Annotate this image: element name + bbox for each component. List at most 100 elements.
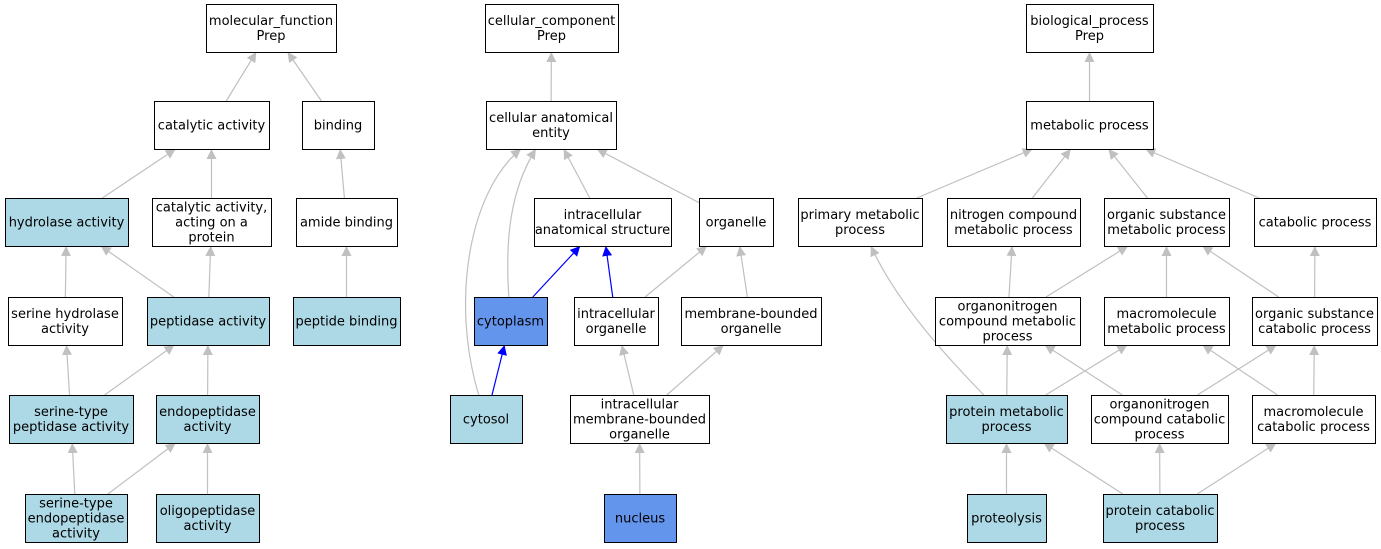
node-pep[interactable]: peptidase activity <box>147 297 270 346</box>
node-box <box>5 198 129 247</box>
edge-serendo-to-endo <box>107 442 176 495</box>
node-label-line: cellular anatomical <box>489 111 613 126</box>
node-catab[interactable]: catabolic process <box>1254 198 1377 247</box>
node-box <box>152 198 272 247</box>
node-label-line: macromolecule <box>1263 405 1363 420</box>
node-label-line: organelle <box>609 428 670 443</box>
node-label-line: catalytic activity <box>158 119 266 134</box>
node-metab[interactable]: metabolic process <box>1026 101 1154 150</box>
edge-intorg-to-ias <box>602 245 614 298</box>
node-box <box>1254 198 1377 247</box>
node-nucleus[interactable]: nucleus <box>604 494 677 543</box>
node-box <box>946 395 1068 444</box>
edge-mcp-to-oscp <box>1309 344 1320 396</box>
node-amide[interactable]: amide binding <box>296 198 398 247</box>
node-box <box>9 395 134 444</box>
node-label-line: intracellular <box>601 398 679 413</box>
node-box <box>486 101 617 150</box>
node-cat[interactable]: catalytic activity <box>154 101 270 150</box>
edge-onccp-to-oncmp <box>1044 344 1123 396</box>
node-box <box>798 198 923 247</box>
node-label-line: activity <box>52 527 100 542</box>
node-cytoplasm[interactable]: cytoplasm <box>474 297 548 346</box>
edge-protcat-to-protmet <box>1043 442 1124 495</box>
edge-cytoplasm-to-ias <box>532 245 581 298</box>
edge-imbo-to-mbo <box>666 344 725 396</box>
edge-serhyd-to-hyd <box>60 245 71 298</box>
node-label-line: cytoplasm <box>477 315 544 330</box>
node-label-line: process <box>983 330 1033 345</box>
node-box <box>8 297 123 346</box>
edges-layer <box>60 51 1320 495</box>
edge-organelle-to-cae <box>596 148 700 204</box>
node-pepbind[interactable]: peptide binding <box>293 297 401 346</box>
node-box <box>1026 101 1154 150</box>
node-cytosol[interactable]: cytosol <box>450 395 523 444</box>
node-label-line: catalytic activity, <box>156 201 268 216</box>
node-label-line: serine-type <box>34 405 108 420</box>
node-box <box>574 297 659 346</box>
edge-cytosol-to-cae <box>464 148 522 396</box>
node-bind[interactable]: binding <box>302 101 375 150</box>
edge-mbo-to-organelle <box>736 245 748 298</box>
node-label-line: metabolic process <box>954 223 1073 238</box>
node-label-line: membrane-bounded <box>573 413 706 428</box>
node-box <box>604 494 677 543</box>
node-box <box>699 198 774 247</box>
edge-oncmp-to-osmp <box>1045 245 1129 298</box>
node-label-line: organonitrogen <box>1110 398 1210 413</box>
edge-bind-to-mf <box>287 51 322 102</box>
node-hyd[interactable]: hydrolase activity <box>5 198 129 247</box>
node-label-line: metabolic process <box>1030 119 1149 134</box>
node-label-line: entity <box>532 126 570 141</box>
node-label-line: Prep <box>257 29 286 44</box>
node-label-line: membrane-bounded <box>684 307 817 322</box>
edge-osmp-to-metab <box>1108 148 1148 199</box>
node-label-line: anatomical structure <box>535 223 670 238</box>
node-label-line: amide binding <box>300 216 393 231</box>
node-organelle[interactable]: organelle <box>699 198 774 247</box>
node-box <box>1104 297 1230 346</box>
node-label-line: macromolecule <box>1116 307 1216 322</box>
node-label-line: nitrogen compound <box>950 208 1077 223</box>
node-box <box>1252 395 1376 444</box>
node-label-line: process <box>1135 519 1185 534</box>
node-label-line: organic substance <box>1107 208 1226 223</box>
edge-pep-to-hyd <box>100 245 175 298</box>
node-label-line: process <box>982 420 1032 435</box>
node-proteo[interactable]: proteolysis <box>967 494 1047 543</box>
edge-protmet-to-oncmp <box>1002 344 1013 396</box>
edge-ias-to-cae <box>563 148 591 199</box>
node-label-line: organonitrogen <box>958 300 1058 315</box>
edge-catab-to-metab <box>1145 148 1260 199</box>
node-label-line: Prep <box>1075 29 1104 44</box>
node-label-line: organelle <box>721 322 782 337</box>
node-label-line: cytosol <box>463 413 509 428</box>
node-label-line: activity <box>41 322 89 337</box>
edge-onccp-to-oscp <box>1197 344 1277 396</box>
